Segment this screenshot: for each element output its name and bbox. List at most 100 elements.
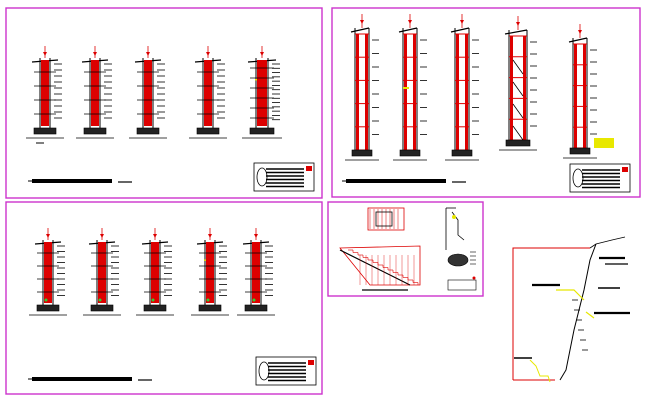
foundation [351, 149, 373, 157]
scale-bar [342, 179, 466, 183]
green-marker [252, 298, 256, 302]
title-block-border [569, 163, 631, 193]
stair-plan-outline [367, 207, 405, 231]
foundation [399, 149, 421, 157]
foundation [249, 127, 275, 135]
wall-section [26, 46, 64, 139]
stair-stringer [339, 249, 411, 286]
foundation [83, 127, 107, 135]
wall-section [83, 228, 121, 316]
wall-core [41, 60, 49, 126]
wall-core [91, 60, 99, 126]
roof-line [350, 27, 370, 33]
foundation [33, 127, 57, 135]
foundation [198, 304, 222, 312]
title-block-mark [622, 167, 628, 172]
sheet-frame [5, 201, 323, 395]
sheet-frame [327, 201, 484, 297]
foundation [505, 139, 531, 147]
wall-core [206, 242, 214, 303]
wall-core [257, 60, 267, 126]
wall-core [151, 242, 159, 303]
foundation [143, 304, 167, 312]
title-block [253, 162, 315, 192]
yellow-callout [585, 311, 595, 319]
foundation [244, 304, 268, 312]
column-left [356, 34, 359, 150]
green-marker [98, 298, 102, 302]
yellow-footing [529, 359, 551, 383]
foundation [451, 149, 473, 157]
wall-section [76, 46, 114, 139]
title-block-logo [572, 168, 584, 188]
sheet-2-building-sections [331, 7, 641, 198]
detail-roof-profile [589, 236, 626, 249]
detail-wall-profile [559, 243, 597, 381]
building-section [345, 14, 379, 161]
stair-plan [367, 207, 405, 231]
foundation [569, 147, 591, 155]
roof-line [568, 37, 588, 43]
column-left [510, 36, 513, 140]
stair-flight [512, 103, 524, 119]
scale-bar [28, 377, 152, 381]
title-block-border [253, 162, 315, 192]
scale-bar-fill [346, 179, 446, 183]
yellow-detail [594, 138, 614, 148]
detail-boundary-left [512, 247, 590, 380]
wall-core [98, 242, 106, 303]
foundation [36, 304, 60, 312]
roof-line [398, 27, 418, 33]
title-block-border [255, 356, 317, 386]
wall-section [29, 228, 67, 316]
roof-line [504, 29, 528, 35]
stair-landing [375, 211, 393, 227]
wall-core [144, 60, 152, 126]
wall-core [204, 60, 212, 126]
title-block-logo [256, 167, 268, 187]
title-block [255, 356, 317, 386]
column-left [574, 44, 577, 148]
sheet-1-wall-sections [5, 7, 323, 199]
sheet-frame [5, 7, 323, 199]
scale-bar-fill [32, 179, 112, 183]
title-block-mark [306, 166, 312, 171]
wall-section [136, 228, 174, 316]
scale-bar [28, 179, 132, 183]
column-right [413, 34, 416, 150]
building-section [445, 14, 479, 161]
scale-bar-fill [32, 377, 132, 381]
detail-title-block [447, 279, 477, 291]
foundation [196, 127, 220, 135]
stair-flight [512, 59, 524, 75]
wall-section [242, 46, 282, 139]
stair-flight [512, 81, 524, 97]
title-block [569, 163, 631, 193]
column-left [404, 34, 407, 150]
column-right [583, 44, 586, 148]
wall-section [189, 46, 227, 139]
sheet-4-stair-details [327, 201, 484, 297]
green-marker [44, 298, 48, 302]
red-marker [472, 276, 476, 280]
green-marker [206, 298, 210, 302]
sheet-3-wall-sections [5, 201, 323, 395]
roof-line [450, 27, 470, 33]
wall-section [129, 46, 167, 139]
wall-core [252, 242, 260, 303]
foundation [90, 304, 114, 312]
sheet-frame [331, 7, 641, 198]
wall-section [237, 228, 275, 316]
column-right [465, 34, 468, 150]
title-block-mark [308, 360, 314, 365]
wall-core [44, 242, 52, 303]
stair-flight [512, 125, 524, 141]
title-block-logo [258, 361, 270, 381]
building-section [499, 16, 537, 151]
column-left [456, 34, 459, 150]
column-right [523, 36, 526, 140]
wall-section [191, 228, 229, 316]
handrail-section [447, 253, 469, 267]
detail-5-enlarged-wall-section [512, 236, 630, 383]
